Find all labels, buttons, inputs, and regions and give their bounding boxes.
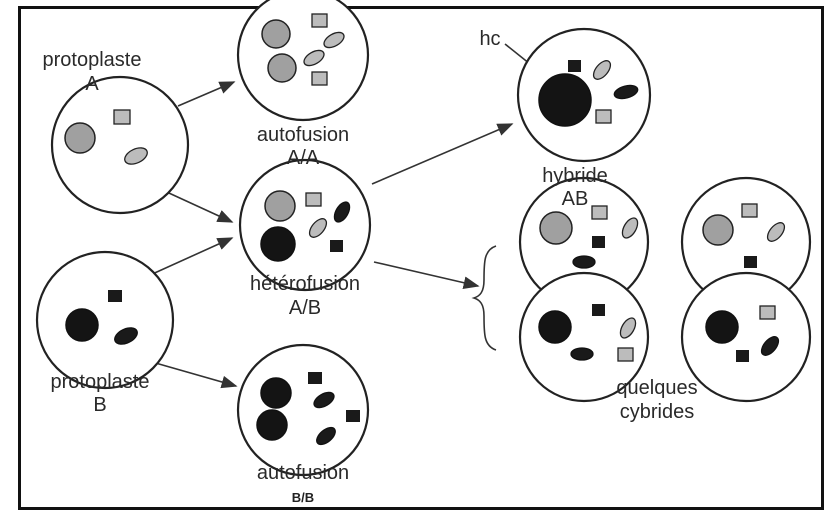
organelle-square-a (592, 206, 607, 219)
label-autofusion-bb-line1: autofusion (257, 462, 349, 484)
nucleus-b (539, 311, 571, 343)
arrow-to-cybrides (374, 262, 478, 286)
arrow-b-to-autofusion (152, 362, 236, 386)
label-heterofusion-line2: A/B (289, 297, 321, 319)
organelle-square-b (330, 240, 343, 252)
cell-autofusion-aa (238, 0, 368, 120)
organelle-square-a (312, 14, 327, 27)
organelle-square-b (108, 290, 122, 302)
label-hybride-line1: hybride (542, 165, 608, 187)
organelle-square-b (346, 410, 360, 422)
organelle-square-a (742, 204, 757, 217)
label-cybrides-line1: quelques (616, 377, 697, 399)
nucleus-b (257, 410, 287, 440)
organelle-oval-b (573, 256, 595, 268)
organelle-square-a (312, 72, 327, 85)
nucleus-a (703, 215, 733, 245)
organelle-square-a (618, 348, 633, 361)
cell-protoplaste-b (37, 252, 173, 388)
label-hc: hc (479, 28, 500, 50)
cell-protoplaste-a (52, 77, 188, 213)
nucleus-a (268, 54, 296, 82)
arrow-a-to-autofusion (178, 82, 234, 106)
label-hybride-line2: AB (562, 188, 589, 210)
label-autofusion-bb-line2: B/B (292, 490, 314, 505)
nucleus-a (540, 212, 572, 244)
arrow-to-hybride (372, 124, 512, 184)
cell-hybride-ab (518, 29, 650, 161)
nucleus-a (265, 191, 295, 221)
cell-autofusion-bb (238, 345, 368, 475)
label-autofusion-aa-line1: autofusion (257, 124, 349, 146)
nucleus-b (66, 309, 98, 341)
label-heterofusion-line1: hétérofusion (250, 273, 360, 295)
nucleus-b (261, 227, 295, 261)
organelle-square-b (308, 372, 322, 384)
nucleus-b (261, 378, 291, 408)
label-cybrides-line2: cybrides (620, 401, 694, 423)
label-protoplaste-a-line2: A (85, 73, 99, 95)
organelle-square-a (114, 110, 130, 124)
label-protoplaste-b-line1: protoplaste (51, 371, 150, 393)
organelle-square-a (306, 193, 321, 206)
cell-cybride-4 (682, 273, 810, 401)
nucleus-b (706, 311, 738, 343)
organelle-square-b (736, 350, 749, 362)
label-autofusion-aa-line2: A/A (287, 147, 320, 169)
cybrides-brace (474, 246, 496, 350)
organelle-square-b (568, 60, 581, 72)
label-protoplaste-a-line1: protoplaste (43, 49, 142, 71)
cell-heterofusion-ab (240, 160, 370, 290)
organelle-square-a (760, 306, 775, 319)
nucleus-a (262, 20, 290, 48)
hybrid-nucleus (539, 74, 591, 126)
organelle-square-b (744, 256, 757, 268)
arrow-b-to-heterofusion (148, 238, 232, 276)
nucleus-a (65, 123, 95, 153)
organelle-square-b (592, 236, 605, 248)
organelle-oval-b (571, 348, 593, 360)
organelle-square-a (596, 110, 611, 123)
label-protoplaste-b-line2: B (93, 394, 106, 416)
organelle-square-b (592, 304, 605, 316)
